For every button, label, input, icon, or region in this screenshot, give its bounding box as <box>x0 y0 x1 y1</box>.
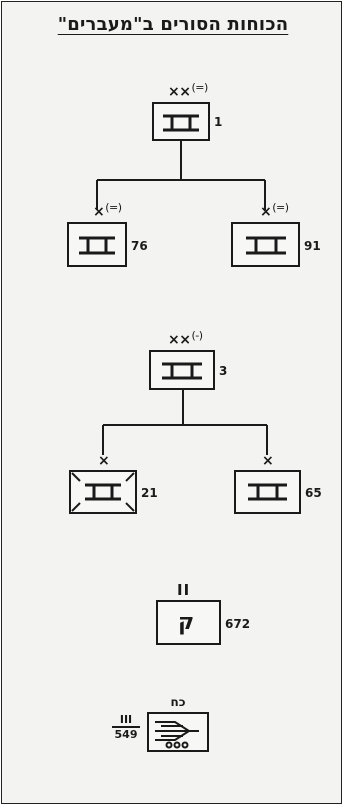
armor-unit-symbol <box>67 222 127 267</box>
armor-icon <box>246 236 286 255</box>
unit-number: 91 <box>304 239 321 253</box>
unit-number: 21 <box>141 486 158 500</box>
armor-unit-symbol <box>152 102 210 141</box>
commando-unit-symbol: ק <box>156 600 221 645</box>
armor-unit-symbol <box>231 222 300 267</box>
unit-number: 65 <box>305 486 322 500</box>
towed-artillery-icon <box>155 721 199 749</box>
echelon-battalion-marker: II <box>177 581 191 599</box>
echelon-brigade-marker: × <box>98 453 110 469</box>
echelon-brigade-marker: ×(=) <box>93 201 122 220</box>
armor-unit-symbol <box>149 350 215 390</box>
echelon-brigade-marker: ×(=) <box>260 201 289 220</box>
unit-number: 549 <box>114 728 138 741</box>
force-label: כח <box>170 695 186 709</box>
unit-number: 3 <box>219 364 228 378</box>
echelon-division-marker: ××(=) <box>168 81 208 100</box>
unit-number: 76 <box>131 239 148 253</box>
armor-icon <box>163 114 199 132</box>
echelon-division-marker: ××(-) <box>168 329 203 348</box>
echelon-regiment-fraction: III 549 <box>112 713 140 741</box>
commando-letter: ק <box>178 610 195 635</box>
armor-icon <box>71 472 135 512</box>
armor-icon <box>162 362 202 380</box>
unit-number: 672 <box>225 617 251 631</box>
armor-icon <box>248 483 287 501</box>
echelon-brigade-marker: × <box>262 453 274 469</box>
mechanized-unit-symbol <box>69 470 137 514</box>
unit-number: 1 <box>214 115 223 129</box>
page-title: הכוחות הסורים ב"מעברים" <box>57 14 289 35</box>
armor-icon <box>79 236 115 255</box>
armor-unit-symbol <box>234 470 301 514</box>
echelon-regiment-marker: III <box>112 713 140 728</box>
artillery-unit-symbol <box>147 712 209 752</box>
